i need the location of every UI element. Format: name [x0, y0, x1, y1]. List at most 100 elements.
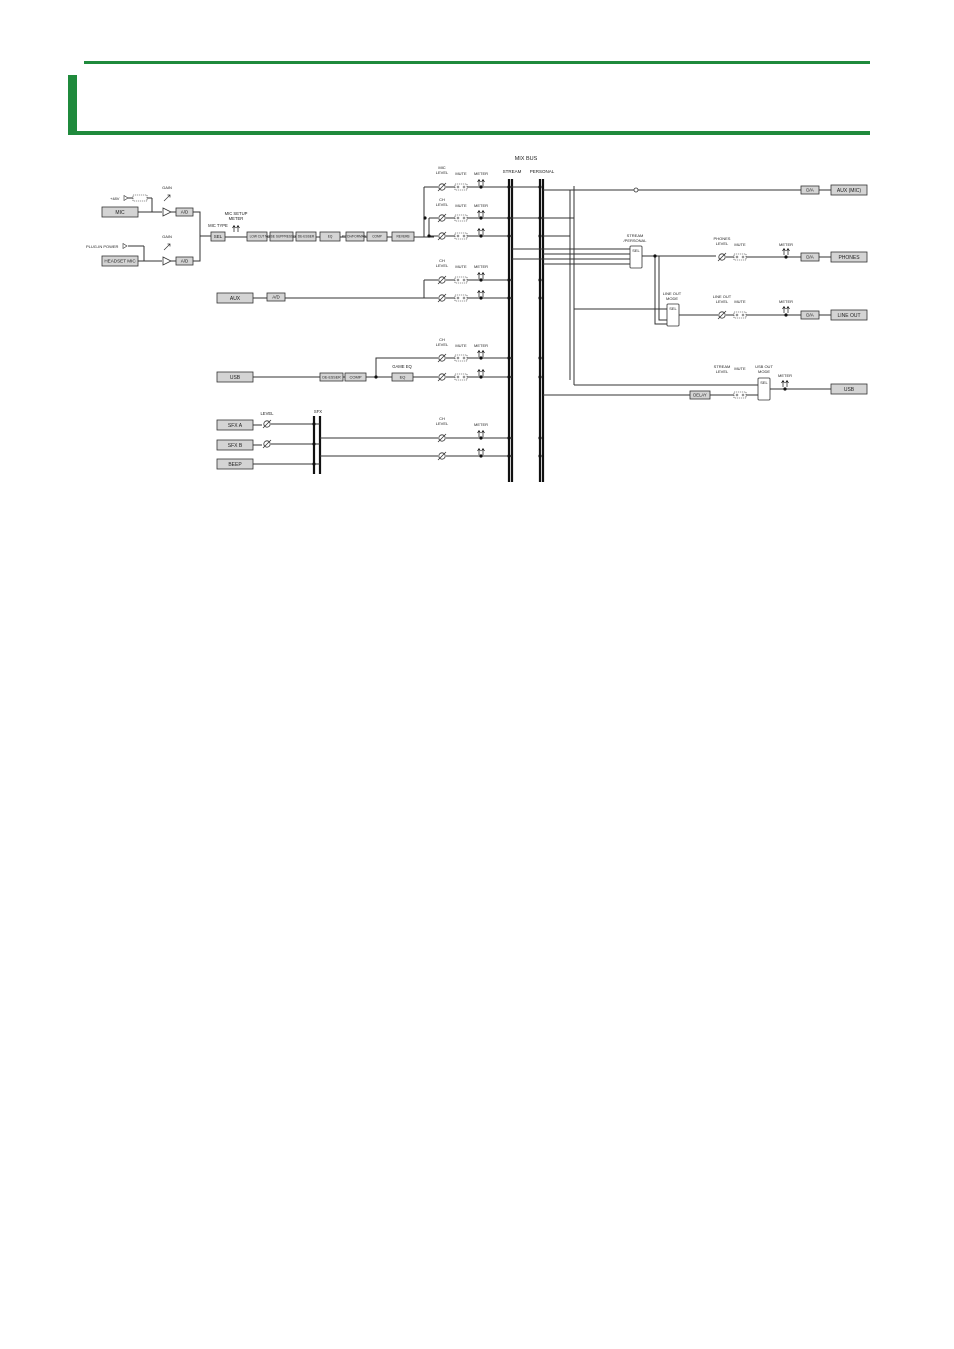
- da-converter: [800, 185, 820, 195]
- input-sfx-a-label: SFX A: [228, 423, 243, 429]
- meter-arrow-icon: [477, 271, 485, 279]
- junction-dot: [538, 234, 542, 238]
- junction-dot: [538, 278, 542, 282]
- ad-converter-label: A/D: [272, 295, 280, 300]
- junction-dot: [427, 234, 431, 238]
- meter-label: METER: [474, 171, 488, 176]
- input-headset-mic: [101, 255, 139, 267]
- wire: [654, 256, 667, 325]
- ad-converter: [175, 256, 194, 266]
- junction-dot: [507, 278, 511, 282]
- mute-switch-icon: [456, 375, 460, 379]
- input-sfx-a: [216, 419, 254, 431]
- input-sfx-b-label: SFX B: [228, 443, 243, 449]
- junction-dot: [507, 185, 511, 189]
- bus-personal-label: PERSONAL: [530, 169, 555, 174]
- stream-personal-label: STREAM: [627, 233, 644, 238]
- mic-effect-block: [319, 231, 341, 242]
- mic-effect-block-label: COMP: [372, 235, 382, 239]
- junction-dot: [507, 296, 511, 300]
- level-knob-icon: [437, 353, 447, 363]
- mic-effect-block-label: EQ: [328, 235, 333, 239]
- header-accent-bar: [68, 75, 77, 134]
- mic-effect-block: [246, 231, 268, 242]
- mute-label: MUTE: [734, 242, 746, 247]
- sfx-bus-label: SFX: [314, 409, 322, 414]
- junction-dot: [479, 356, 483, 360]
- junction-dot: [479, 216, 483, 220]
- line-out-mode-label: MODE: [666, 296, 678, 301]
- mute-label: MUTE: [455, 264, 467, 269]
- stream-personal-label: /PERSONAL: [624, 238, 648, 243]
- ad-converter-label: A/D: [181, 259, 189, 264]
- usb-effect-block: [344, 372, 367, 382]
- junction-dot: [783, 387, 787, 391]
- gain-label: GAIN: [162, 234, 172, 239]
- line-out-mode-selector: [666, 303, 680, 327]
- usb-out-mode-label: USB OUT: [755, 364, 773, 369]
- input-usb: [216, 371, 254, 383]
- mute-switch-icon: [456, 185, 460, 189]
- output-phones: [830, 251, 868, 263]
- junction-dot: [479, 185, 483, 189]
- level-knob-icon: [717, 252, 727, 262]
- meter-arrow-icon: [477, 289, 485, 297]
- signal-wires: [128, 179, 831, 482]
- sfx-level-label: LEVEL: [260, 411, 274, 416]
- junction-dot: [507, 454, 511, 458]
- input-usb-label: USB: [230, 375, 241, 381]
- ch-level-label: LEVEL: [436, 170, 449, 175]
- mute-switch-icon: [741, 313, 745, 317]
- ch-level-label: CH: [439, 197, 445, 202]
- input-aux-label: AUX: [230, 296, 241, 302]
- da-converter-label: D/A: [806, 255, 814, 260]
- gain-arrow-icon: [163, 243, 171, 251]
- mute-switch-icon: [454, 354, 468, 362]
- mic-type-selector-label: SEL: [214, 234, 223, 239]
- mute-switch-icon: [735, 313, 739, 317]
- level-knob-icon: [437, 451, 447, 461]
- junction-dot: [507, 356, 511, 360]
- level-knob-icon: [437, 275, 447, 285]
- mic-effect-block: [391, 231, 415, 242]
- level-knob-icon: [717, 310, 727, 320]
- input-mic: [101, 206, 139, 218]
- mute-switch-icon: [735, 393, 739, 397]
- junction-dot: [507, 216, 511, 220]
- mute-switch-icon: [456, 296, 460, 300]
- junction-dot: [538, 375, 542, 379]
- da-converter: [800, 252, 820, 262]
- junction-dot: [538, 216, 542, 220]
- ad-converter: [175, 207, 194, 217]
- junction-dot: [507, 234, 511, 238]
- output-line-out: [830, 309, 868, 321]
- mute-switch-icon: [733, 391, 747, 399]
- mute-label: MUTE: [455, 203, 467, 208]
- usb-effect-block: [319, 372, 344, 382]
- junction-dot: [507, 375, 511, 379]
- ad-converter-label: A/D: [181, 210, 189, 215]
- junction-dot: [784, 313, 788, 317]
- junction-dot: [423, 216, 427, 220]
- usb-effect-block-label: COMP: [350, 374, 362, 379]
- power-arrow-icon: [122, 242, 128, 250]
- mic-effect-block: [366, 231, 388, 242]
- stream-level-label: STREAM: [714, 364, 731, 369]
- junction-dot: [312, 462, 316, 466]
- header-top-rule: [84, 61, 870, 64]
- output-line-out-label: LINE OUT: [837, 313, 860, 319]
- usb-out-mode-label: MODE: [758, 369, 770, 374]
- ch-level-label: LEVEL: [436, 342, 449, 347]
- amp-triangle-icon: [162, 207, 172, 217]
- da-converter-label: D/A: [806, 188, 814, 193]
- mic-type-selector: [210, 231, 226, 242]
- input-aux: [216, 292, 254, 304]
- junction-dot: [479, 278, 483, 282]
- mic-effect-block-label: LOW CUT: [250, 235, 265, 239]
- level-knob-icon: [437, 213, 447, 223]
- da-converter: [800, 310, 820, 320]
- meter-arrow-icon: [477, 209, 485, 217]
- junction-dot: [479, 454, 483, 458]
- output-aux-mic: [830, 184, 868, 196]
- mute-label: MUTE: [734, 366, 746, 371]
